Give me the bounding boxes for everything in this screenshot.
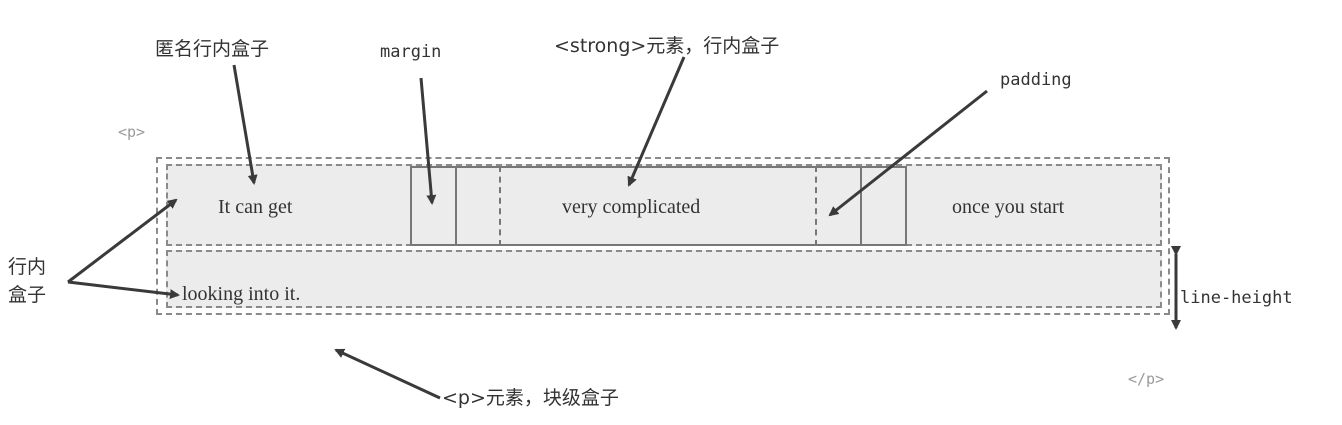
label-p-block-box: <p>元素，块级盒子 — [442, 387, 619, 409]
tag-p-open: <p> — [118, 123, 146, 141]
padding-right-edge — [815, 166, 817, 246]
strong-border-top — [410, 166, 906, 168]
label-line-height: line-height — [1180, 288, 1293, 308]
margin-left-edge — [410, 166, 412, 246]
label-inline-box-2: 盒子 — [8, 284, 47, 306]
arrow-p-block-box — [334, 348, 441, 400]
strong-border-bottom — [410, 244, 906, 246]
margin-right-edge — [905, 166, 907, 246]
p-block-box — [156, 157, 1170, 315]
text-very-complicated: very complicated — [562, 196, 701, 218]
line-box-2 — [166, 250, 1162, 308]
strong-border-right — [860, 166, 862, 246]
arrow-strong-inline-box — [627, 56, 686, 187]
label-padding: padding — [1000, 70, 1072, 90]
arrow-margin — [419, 77, 437, 205]
arrow-inline-box-top — [67, 198, 178, 284]
tag-p-close: </p> — [1128, 370, 1165, 388]
arrow-anonymous-inline-box — [232, 64, 258, 185]
arrow-inline-box-bottom — [67, 280, 180, 300]
strong-border-left — [455, 166, 457, 246]
padding-left-edge — [499, 166, 501, 246]
label-strong-inline-box: <strong>元素，行内盒子 — [554, 35, 780, 57]
text-once-you-start: once you start — [952, 196, 1065, 218]
text-looking-into-it: looking into it. — [182, 283, 301, 305]
label-anonymous-inline-box: 匿名行内盒子 — [155, 38, 270, 60]
text-it-can-get: It can get — [218, 196, 293, 218]
label-inline-box-1: 行内 — [8, 256, 47, 278]
label-margin: margin — [380, 42, 442, 62]
arrow-padding — [828, 89, 988, 217]
